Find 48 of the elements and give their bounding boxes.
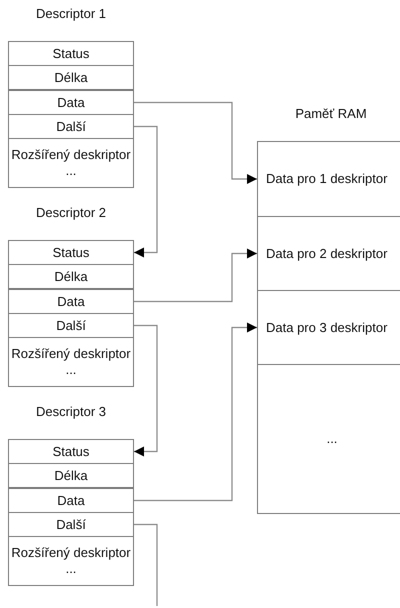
field-cell (8, 41, 134, 66)
field-cell (8, 536, 134, 586)
field-cell (8, 264, 134, 289)
field-label: ... (326, 431, 338, 447)
field-label: Další (55, 118, 87, 134)
field-label: Rozšířený deskriptor (10, 346, 132, 362)
connector-arrow (134, 248, 257, 302)
field-label: Další (55, 516, 87, 532)
field-label: Data pro 2 deskriptor (266, 246, 388, 262)
field-cell (8, 138, 134, 188)
field-cell (257, 141, 400, 217)
field-cell (8, 289, 134, 314)
field-label: Rozšířený deskriptor (10, 147, 132, 163)
field-label: ... (64, 561, 78, 577)
connector-arrow (134, 324, 158, 456)
field-cell (257, 364, 400, 514)
field-label: ... (64, 362, 78, 378)
field-label: Data pro 3 deskriptor (266, 320, 388, 336)
field-cell (8, 240, 134, 265)
connector-arrow (134, 126, 158, 258)
field-cell (8, 463, 134, 488)
field-label: Status (52, 244, 90, 260)
box-heading: Paměť RAM (294, 105, 368, 123)
field-label: Délka (53, 468, 89, 484)
field-label: Délka (53, 70, 89, 86)
field-label: Další (55, 318, 87, 334)
field-label: Data (56, 492, 86, 508)
field-label: Data (56, 294, 86, 310)
field-label: Data (56, 94, 86, 110)
connector-arrow (134, 102, 257, 184)
field-label: Status (52, 444, 90, 460)
field-cell (8, 488, 134, 513)
connector-arrow (134, 322, 257, 502)
field-label: Status (52, 46, 90, 62)
field-cell (8, 512, 134, 537)
field-label: Data pro 1 deskriptor (266, 171, 388, 187)
field-label: Rozšířený deskriptor (10, 545, 132, 561)
box-heading: Descriptor 2 (34, 204, 108, 222)
field-label: Délka (53, 268, 89, 284)
field-cell (8, 114, 134, 139)
field-cell (8, 337, 134, 387)
field-label: ... (64, 163, 78, 179)
box-heading: Descriptor 1 (34, 5, 108, 23)
field-cell (8, 90, 134, 115)
field-cell (8, 313, 134, 338)
box-heading: Descriptor 3 (34, 403, 108, 421)
field-cell (8, 65, 134, 90)
field-cell (8, 439, 134, 464)
